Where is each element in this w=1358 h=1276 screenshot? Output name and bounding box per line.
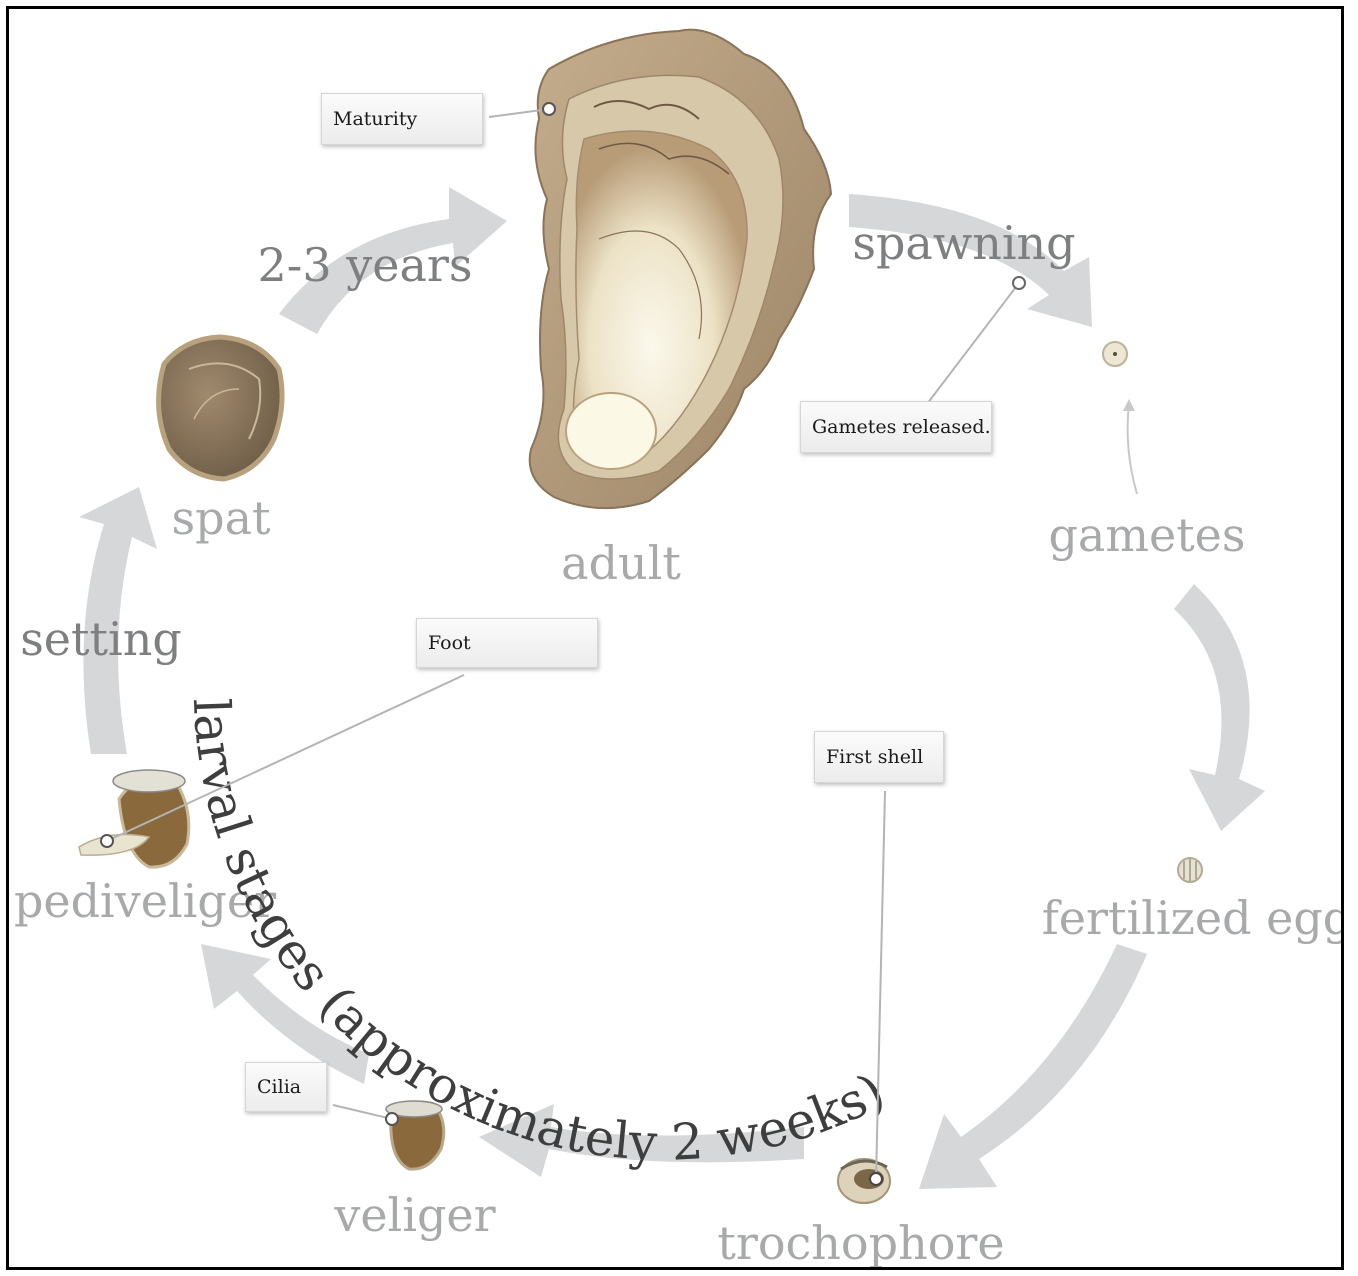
process-label-spawning: spawning [852,216,1075,270]
callout-first-shell[interactable]: First shell [814,731,944,783]
leader-dot-first-shell [870,1173,882,1185]
leader-dot-gametes-released [1013,277,1025,289]
leader-first-shell [876,791,885,1179]
oyster-life-cycle-diagram: adult gametes fertilized egg trochophore… [9,9,1344,1270]
callout-gametes-released[interactable]: Gametes released. [800,401,992,453]
callout-cilia[interactable]: Cilia [245,1062,327,1112]
pediveliger-illustration [79,770,189,867]
leader-dot-cilia [386,1113,398,1125]
arrow-to-trochophore [919,944,1147,1189]
diagram-frame: adult gametes fertilized egg trochophore… [6,6,1344,1270]
callout-maturity[interactable]: Maturity [321,93,483,145]
leader-cilia [333,1105,392,1119]
stage-label-spat: spat [172,491,271,545]
spat-illustration [159,337,282,479]
adult-oyster-illustration [530,30,831,508]
gamete-illustration [1103,342,1137,494]
stage-label-trochophore: trochophore [717,1216,1004,1270]
leader-dot-maturity [543,103,555,115]
leader-gametes-released [927,283,1019,404]
stage-label-gametes: gametes [1048,508,1245,562]
process-label-setting: setting [20,612,182,666]
arrow-fertilization [1174,584,1265,831]
process-label-growth: 2-3 years [258,238,473,292]
fertilized-egg-illustration [1178,858,1202,882]
callout-foot[interactable]: Foot [416,618,598,668]
stage-label-adult: adult [561,536,681,590]
leader-foot [107,675,464,841]
stage-label-fertilized-egg: fertilized egg [1042,891,1344,945]
leader-dot-foot [101,835,113,847]
stage-label-veliger: veliger [333,1188,495,1242]
